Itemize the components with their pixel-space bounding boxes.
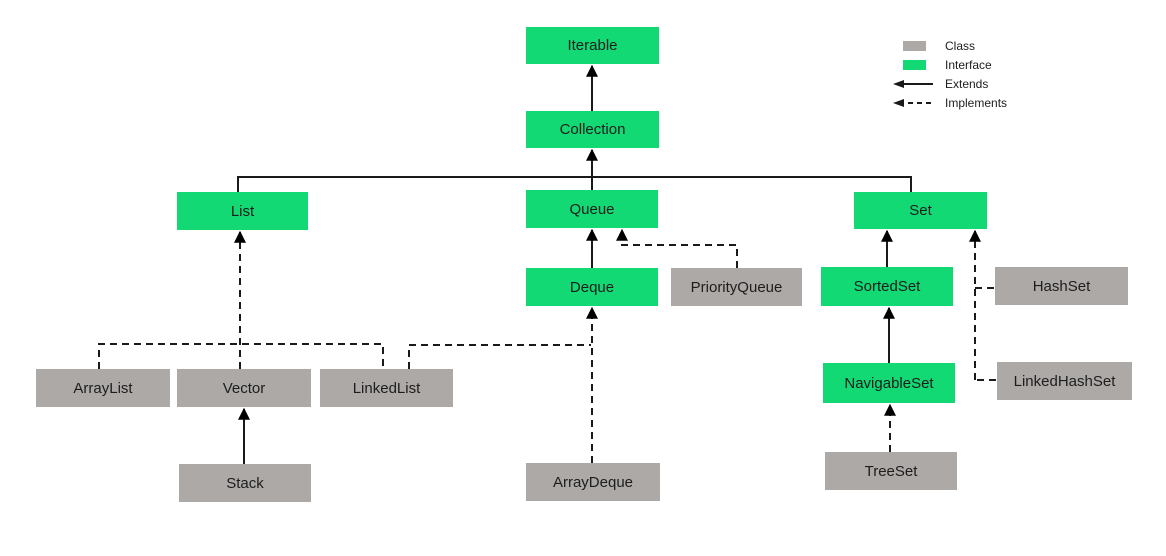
node-arraylist: ArrayList [36, 369, 170, 407]
implements-arrow-icon [893, 98, 935, 108]
legend-label-implements: Implements [945, 95, 1008, 110]
class-color-swatch [893, 40, 935, 51]
legend-label-interface: Interface [945, 57, 992, 72]
node-deque: Deque [526, 268, 658, 306]
edge-arraylist-linkedlist-implements-list [98, 343, 384, 369]
legend: Class Interface Extends Implements [893, 36, 1007, 112]
extends-arrow-icon [893, 79, 935, 89]
node-iterable: Iterable [526, 27, 659, 64]
legend-item-interface: Interface [893, 55, 1007, 74]
node-vector: Vector [177, 369, 311, 407]
node-treeset: TreeSet [825, 452, 957, 490]
node-queue: Queue [526, 190, 658, 228]
node-priorityqueue: PriorityQueue [671, 268, 802, 306]
node-linkedlist: LinkedList [320, 369, 453, 407]
legend-label-extends: Extends [945, 76, 989, 91]
node-list: List [177, 192, 308, 230]
edge-linkedlist-implements-deque [408, 344, 591, 369]
node-stack: Stack [179, 464, 311, 502]
legend-item-extends: Extends [893, 74, 1007, 93]
interface-color-swatch [893, 59, 935, 70]
node-sortedset: SortedSet [821, 267, 953, 306]
node-navigableset: NavigableSet [823, 363, 955, 403]
node-hashset: HashSet [995, 267, 1128, 305]
legend-label-class: Class [945, 38, 976, 53]
legend-item-class: Class [893, 36, 1007, 55]
node-linkedhashset: LinkedHashSet [997, 362, 1132, 400]
node-set: Set [854, 192, 987, 229]
node-collection: Collection [526, 111, 659, 148]
edge-priorityqueue-implements-queue [616, 228, 738, 268]
node-arraydeque: ArrayDeque [526, 463, 660, 501]
legend-item-implements: Implements [893, 93, 1007, 112]
edge-list-set-trunk [237, 176, 912, 192]
